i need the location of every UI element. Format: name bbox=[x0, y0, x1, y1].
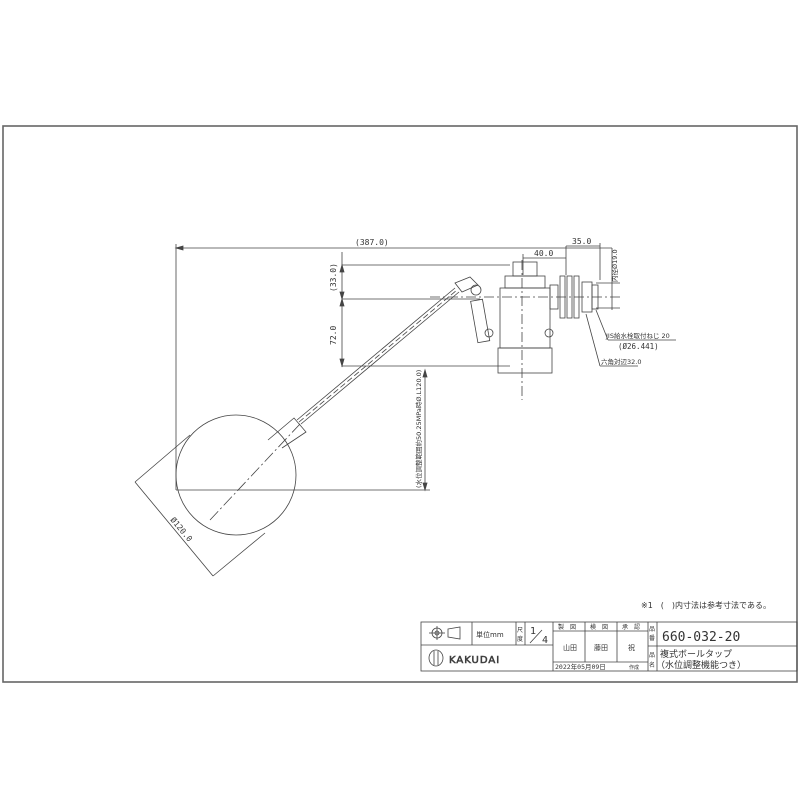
unit-label: 単位mm bbox=[476, 630, 504, 639]
part-name-line-1: 複式ボールタップ bbox=[660, 648, 732, 660]
scale-denominator: 4 bbox=[542, 635, 548, 646]
brand-logo: KAKUDAI bbox=[449, 655, 500, 666]
title-block bbox=[420, 621, 798, 672]
dim-inner-diameter: 内径Ø19.0 bbox=[610, 249, 619, 282]
header-approved: 承 認 bbox=[622, 623, 640, 631]
drawing-date: 2022年05月09日 bbox=[555, 662, 606, 671]
name-checker: 藤田 bbox=[594, 643, 608, 652]
date-suffix: 作成 bbox=[629, 664, 639, 671]
dim-jis-thread: JIS給水栓取付ねじ 20 bbox=[605, 331, 670, 340]
part-name-label-1: 品 bbox=[649, 652, 655, 659]
scale-label-2: 度 bbox=[517, 635, 523, 643]
dim-float-range: (水位調整範囲約50.25MPa時Ø.L120.0) bbox=[414, 370, 423, 488]
drawing-frame bbox=[2, 125, 798, 683]
dim-body-40: 40.0 bbox=[534, 249, 553, 258]
part-no-label-1: 品 bbox=[649, 626, 655, 633]
dim-thread-35: 35.0 bbox=[572, 237, 591, 246]
scale-label-1: 尺 bbox=[517, 627, 523, 634]
dim-top-offset: (33.0) bbox=[329, 263, 338, 292]
dim-jis-thread-sub: (Ø26.441) bbox=[618, 342, 659, 351]
header-checked: 検 図 bbox=[590, 623, 608, 631]
name-approver: 祝 bbox=[628, 643, 635, 652]
scale-numerator: 1 bbox=[530, 626, 536, 637]
part-name-line-2: （水位調整機能つき） bbox=[656, 659, 746, 671]
dim-hex-width: 六角対辺32.0 bbox=[601, 357, 641, 366]
reference-note: ※1 ( )内寸法は参考寸法である。 bbox=[641, 600, 771, 610]
dim-ball-diameter: Ø120.0 bbox=[168, 515, 194, 544]
header-drafted: 製 図 bbox=[558, 623, 576, 631]
part-no-label-2: 番 bbox=[649, 635, 655, 642]
part-name-label-2: 名 bbox=[649, 661, 655, 669]
dim-overall-length: (387.0) bbox=[355, 238, 389, 247]
name-drafter: 山田 bbox=[563, 643, 577, 652]
dim-height-72: 72.0 bbox=[329, 326, 338, 345]
part-number: 660-032-20 bbox=[662, 630, 740, 645]
